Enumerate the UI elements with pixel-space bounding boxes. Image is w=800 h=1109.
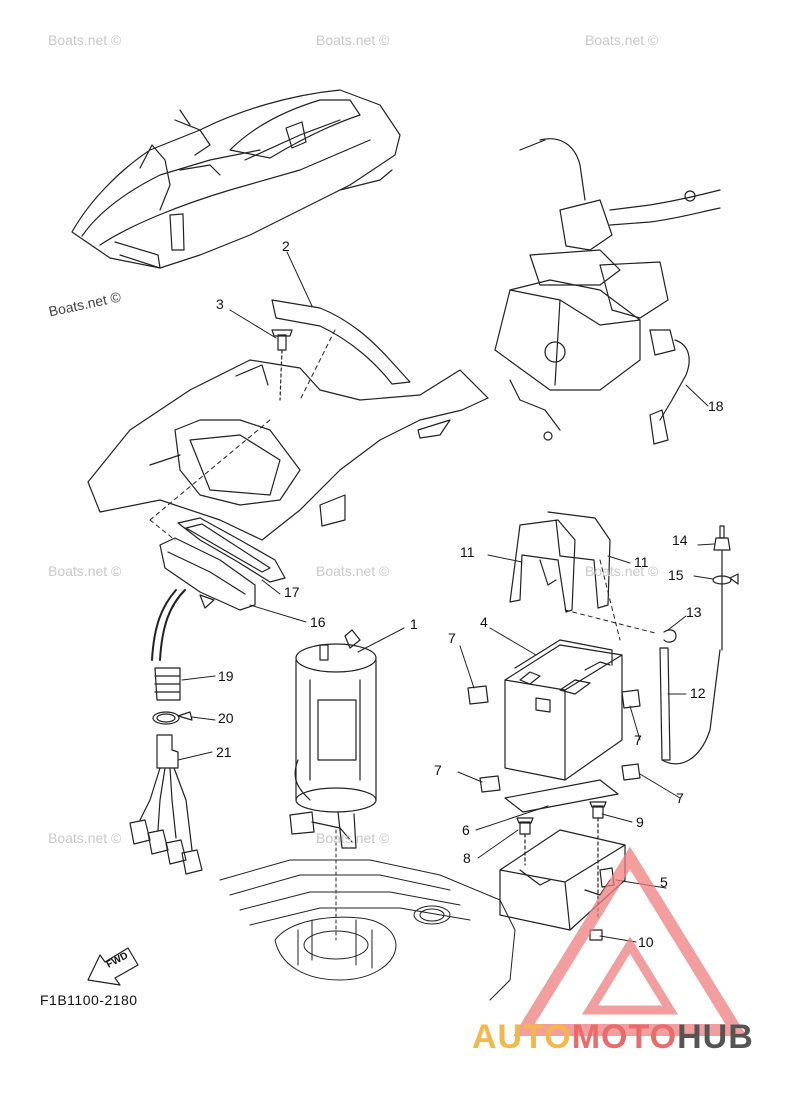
brand-logo-icon [513, 846, 747, 1036]
battery-plate [504, 779, 619, 813]
callout-9: 9 [636, 814, 644, 830]
battery-straps [509, 511, 611, 613]
watermark: Boats.net © [585, 563, 659, 579]
battery-part [504, 639, 623, 781]
watermark: Boats.net © [48, 830, 122, 846]
callout-7: 7 [634, 732, 642, 748]
fuel-pump-unit [289, 629, 377, 849]
watermark: Boats.net © [585, 32, 659, 48]
watermark: Boats.net © [316, 830, 390, 846]
callout-10: 10 [638, 934, 654, 950]
battery-pads [467, 685, 641, 793]
callout-6: 6 [462, 822, 470, 838]
diagram-code: F1B1100-2180 [40, 992, 138, 1008]
callout-4: 4 [480, 614, 488, 630]
forward-arrow-icon [87, 947, 139, 986]
battery-case [499, 829, 626, 931]
watermark: Boats.net © [48, 32, 122, 48]
clamp-part [152, 711, 193, 725]
callout-14: 14 [672, 532, 688, 548]
watermark: Boats.net © [316, 563, 390, 579]
watermark: Boats.net © [48, 563, 122, 579]
bolt-part [271, 329, 293, 401]
mat-part [271, 299, 411, 385]
callout-21: 21 [216, 744, 232, 760]
breather-assembly [659, 525, 739, 765]
callout-11: 11 [460, 544, 475, 560]
callout-8: 8 [463, 850, 471, 866]
callout-15: 15 [668, 567, 684, 583]
electrical-box [494, 138, 721, 445]
callout-11: 11 [634, 554, 649, 570]
harness-part [129, 734, 203, 875]
brand-wordmark: AUTOMOTOHUB [472, 1018, 754, 1057]
callout-17: 17 [284, 584, 300, 600]
callout-18: 18 [708, 398, 724, 414]
brand-part-2: MOTO [571, 1018, 678, 1056]
callout-19: 19 [218, 668, 234, 684]
brand-part-1: AUTO [472, 1018, 572, 1056]
leader-lines [177, 251, 715, 943]
callout-7: 7 [448, 630, 456, 646]
guide-lines [149, 329, 656, 641]
lid-assembly [151, 537, 256, 661]
watercraft-illustration [71, 89, 401, 269]
callout-1: 1 [410, 616, 418, 632]
fitting-part [154, 667, 181, 701]
callout-2: 2 [282, 238, 290, 254]
callout-12: 12 [690, 685, 706, 701]
callout-20: 20 [218, 710, 234, 726]
callout-3: 3 [216, 296, 224, 312]
seal-part [177, 517, 286, 583]
deck-cover [87, 359, 489, 541]
callout-7: 7 [434, 762, 442, 778]
callout-13: 13 [686, 604, 702, 620]
watermark: Boats.net © [316, 32, 390, 48]
brand-part-3: HUB [677, 1018, 754, 1056]
callout-5: 5 [660, 874, 668, 890]
hull-floor [219, 829, 516, 1001]
callout-7: 7 [676, 790, 684, 806]
callout-16: 16 [310, 614, 326, 630]
